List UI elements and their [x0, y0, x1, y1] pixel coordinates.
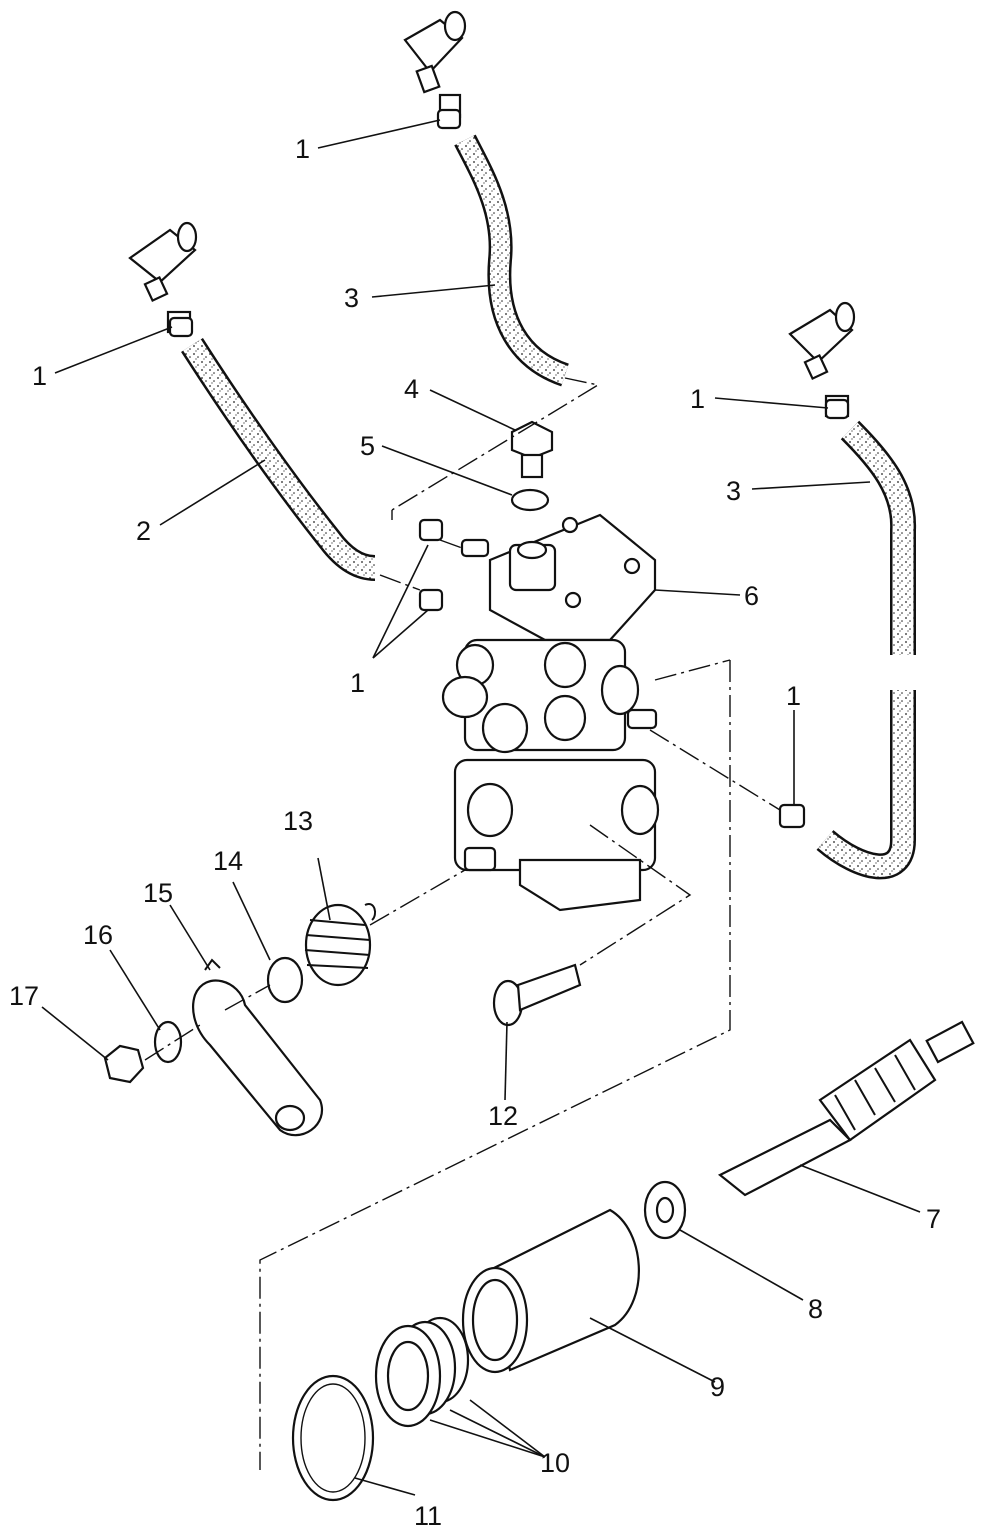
- screw-12: [492, 963, 582, 1027]
- washer-16: [153, 1020, 183, 1064]
- callout-6: 6: [744, 581, 759, 611]
- assembly-lines: [144, 377, 781, 1470]
- fitting-top: [403, 10, 467, 119]
- callout-2: 2: [136, 516, 151, 546]
- callout-1-lower-right: 1: [786, 681, 801, 711]
- shaft-7: [717, 1020, 975, 1197]
- lever-15: [192, 958, 323, 1137]
- callout-labels: 1 1 1 1 1 2 3 3 4 5 6 7 8 9 10 11 12 13 …: [9, 134, 941, 1531]
- washer-14: [266, 956, 304, 1004]
- fitting-left: [128, 221, 198, 334]
- callout-1-right: 1: [690, 384, 705, 414]
- nut-17: [103, 1044, 145, 1084]
- callout-16: 16: [83, 920, 113, 950]
- callout-11: 11: [414, 1501, 442, 1531]
- washer-8: [643, 1180, 687, 1240]
- callout-9: 9: [710, 1372, 725, 1402]
- callout-3-right: 3: [726, 476, 741, 506]
- callout-4: 4: [404, 374, 419, 404]
- callout-17: 17: [9, 981, 39, 1011]
- seals-10: [374, 1316, 470, 1428]
- callout-13: 13: [283, 806, 313, 836]
- bolt-4: [510, 420, 554, 479]
- clamp-icon: [168, 108, 850, 829]
- callout-15: 15: [143, 878, 173, 908]
- spring-13: [304, 903, 377, 987]
- callout-1-top: 1: [295, 134, 310, 164]
- leader-lines: [41, 119, 921, 1496]
- fitting-right: [788, 301, 856, 418]
- ring-11: [291, 1374, 375, 1502]
- washer-5: [510, 488, 550, 512]
- callout-5: 5: [360, 431, 375, 461]
- callout-10: 10: [540, 1448, 570, 1478]
- valve-body: [441, 513, 660, 912]
- callout-1-center: 1: [350, 668, 365, 698]
- callout-3-top: 3: [344, 283, 359, 313]
- callout-7: 7: [926, 1204, 941, 1234]
- callout-8: 8: [808, 1294, 823, 1324]
- callout-12: 12: [488, 1101, 518, 1131]
- callout-14: 14: [213, 846, 243, 876]
- callout-1-left: 1: [32, 361, 47, 391]
- sleeve-9: [461, 1208, 640, 1374]
